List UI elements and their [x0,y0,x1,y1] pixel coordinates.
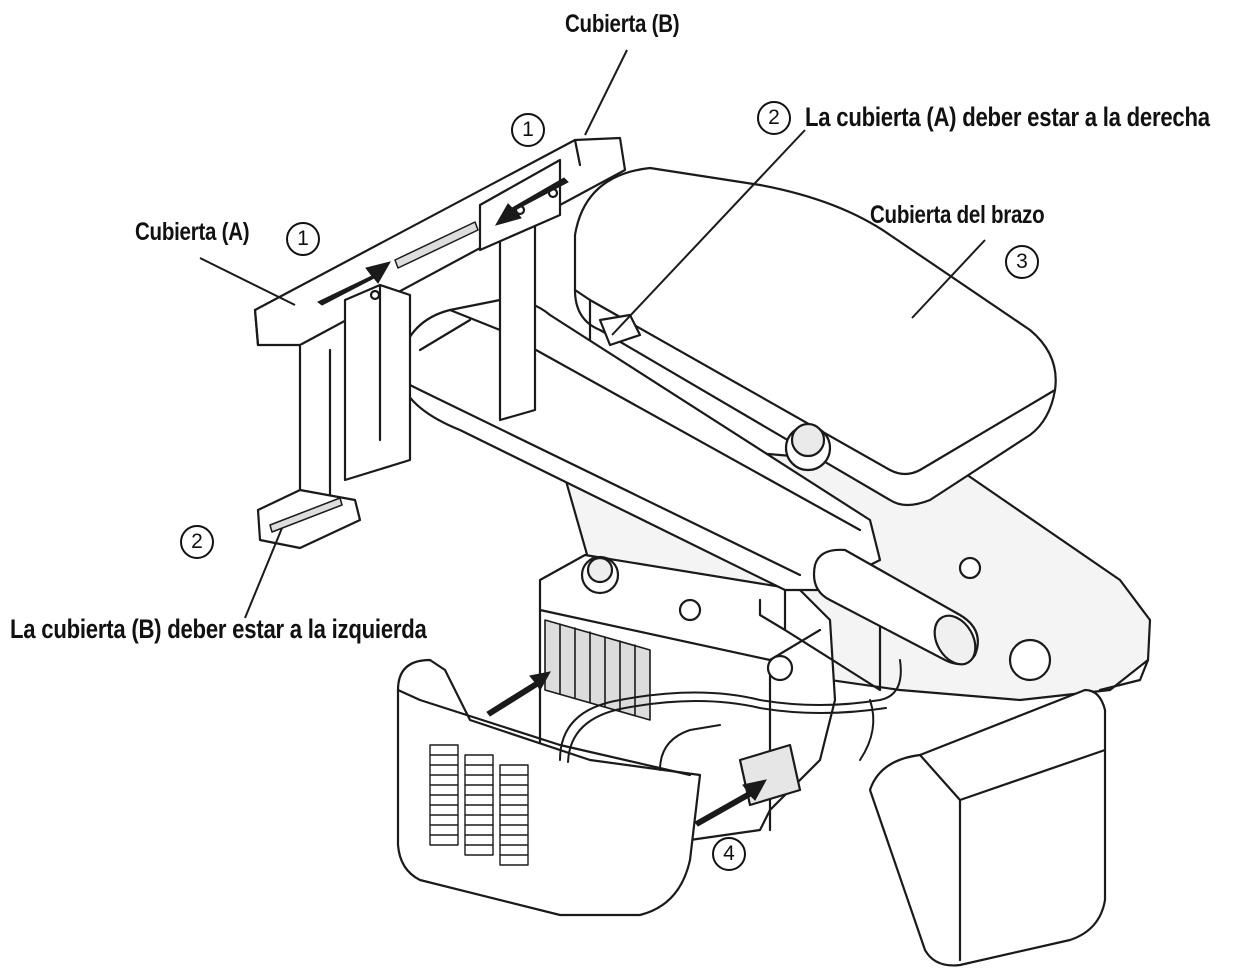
step-marker-2-right: 2 [757,101,791,135]
cylinder [812,548,979,666]
side-cover [868,688,1107,967]
arm-cover [573,166,1057,507]
step-marker-3: 3 [1005,245,1039,279]
leader-izquierda [244,527,283,619]
arrow-step-4-left [486,671,551,717]
label-cubierta-a: Cubierta (A) [135,218,250,246]
front-cover [396,658,702,917]
step-marker-2-left: 2 [180,525,214,559]
label-cubierta-a-derecha: La cubierta (A) deber estar a la derecha [805,102,1210,132]
label-cubierta-b-izquierda: La cubierta (B) deber estar a la izquier… [10,614,427,644]
cable-bundle [559,659,902,771]
wall-bracket [253,136,642,550]
leader-brazo [911,239,986,319]
arrow-cover-b [494,177,569,226]
arrow-step-4-right [694,779,767,827]
leader-cubierta-b [584,49,628,136]
label-cubierta-b: Cubierta (B) [565,10,680,38]
adjustment-dials [784,422,1052,682]
step-marker-1-left: 1 [286,222,320,256]
leader-cubierta-a [199,257,296,306]
step-marker-4: 4 [712,837,746,871]
step-marker-1-top: 1 [511,113,545,147]
arrow-cover-a [317,261,392,306]
label-cubierta-brazo: Cubierta del brazo [870,201,1045,229]
leader-derecha [611,129,806,336]
